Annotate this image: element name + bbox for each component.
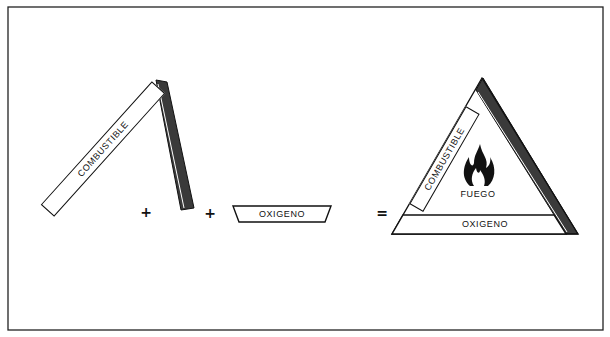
heat-band [156,80,194,210]
flame-core [472,168,485,186]
node-text: COMBUSTIBLE [76,119,130,178]
outline [392,215,566,234]
heat-band [476,78,578,234]
outline [392,78,578,234]
node-text: OXIGENO [462,220,508,229]
oxygen-band: OXIGENO [232,205,332,223]
oxygen-band: OXIGENO [390,215,580,234]
outline [233,206,331,222]
fire-triangle: FUEGOCOMBUSTIBLE OXIGENO [390,76,580,236]
node-text: FUEGO [460,190,495,199]
fuel-band: COMBUSTIBLE [40,81,164,216]
plus-sign: + [204,206,216,220]
shape-outline [390,76,580,236]
heat-band-edge [158,84,184,208]
frame [8,7,603,330]
node-text: COMBUSTIBLE [423,126,466,192]
equals-sign: = [376,206,388,220]
flame [464,144,494,186]
node-text: OXIGENO [259,210,305,219]
plus-sign: + [140,205,152,219]
